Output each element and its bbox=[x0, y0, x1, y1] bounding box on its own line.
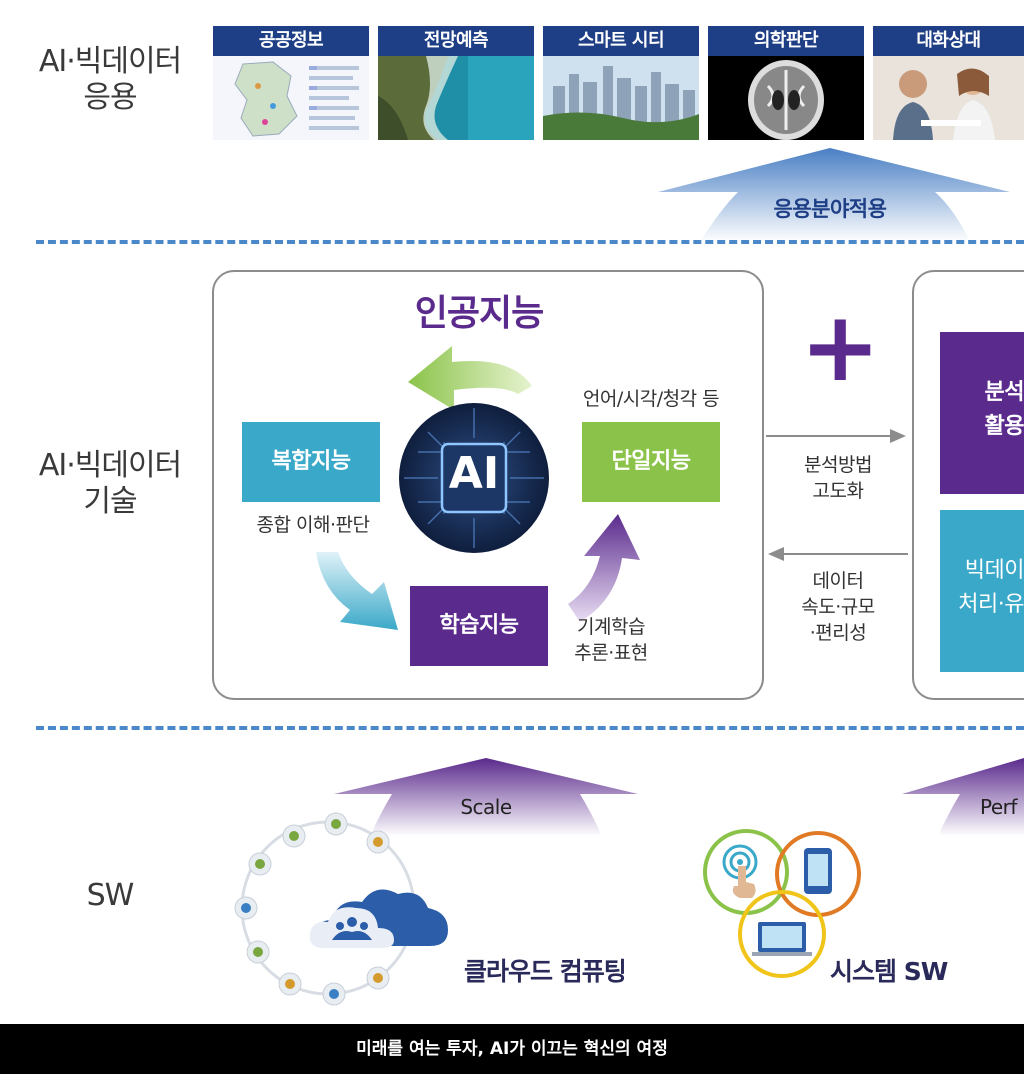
app-tile-label: 스마트 시티 bbox=[543, 26, 699, 56]
scale-arrow-label: Scale bbox=[460, 795, 512, 819]
app-tile-conversation: 대화상대 bbox=[873, 26, 1024, 140]
arrow-left-connector bbox=[768, 547, 908, 561]
separator-top bbox=[36, 240, 1024, 244]
cycle-arrows bbox=[316, 346, 640, 630]
caption-single: 언어/시각/청각 등 bbox=[582, 388, 720, 410]
app-tile-label: 전망예측 bbox=[378, 26, 534, 56]
conversation-photo-image bbox=[873, 56, 1024, 140]
application-up-arrow bbox=[658, 148, 1010, 242]
cloud-computing-graphic bbox=[234, 812, 448, 1006]
city-skyline-photo-image bbox=[543, 56, 699, 140]
app-tile-label: 의학판단 bbox=[708, 26, 864, 56]
arrow-right-label: 분석방법 고도화 bbox=[804, 454, 872, 502]
caption-complex: 종합 이해·판단 bbox=[256, 514, 370, 536]
row-label-technology: AI·빅데이터 기술 bbox=[38, 448, 182, 519]
brain-scan-image bbox=[708, 56, 864, 140]
application-arrow-label: 응용분야적용 bbox=[773, 197, 887, 221]
caption-learning: 기계학습 추론·표현 bbox=[574, 616, 648, 664]
ai-chip-circle bbox=[399, 403, 549, 553]
arrow-right-connector bbox=[766, 429, 906, 443]
node-learning-intelligence: 학습지능 bbox=[410, 586, 548, 666]
node-complex-intelligence: 복합지능 bbox=[242, 422, 380, 502]
scale-up-arrow bbox=[334, 758, 638, 836]
cloud-computing-label: 클라우드 컴퓨팅 bbox=[464, 957, 627, 986]
map-thumbnail-image bbox=[213, 56, 369, 140]
bigdata-box-analysis: 분석 활용 bbox=[940, 332, 1024, 494]
coastline-photo-image bbox=[378, 56, 534, 140]
system-sw-graphic bbox=[703, 829, 861, 978]
arrow-left-label: 데이터 속도·규모 ·편리성 bbox=[801, 570, 875, 644]
app-tile-forecast: 전망예측 bbox=[378, 26, 534, 140]
plus-sign: + bbox=[800, 291, 881, 403]
ai-center-label: AI bbox=[448, 448, 500, 499]
app-tile-label: 대화상대 bbox=[873, 26, 1024, 56]
footer-caption: 미래를 여는 투자, AI가 이끄는 혁신의 여정 bbox=[0, 1024, 1024, 1074]
app-tile-label: 공공정보 bbox=[213, 26, 369, 56]
row-label-sw: SW bbox=[86, 878, 135, 913]
app-tile-public-info: 공공정보 bbox=[213, 26, 369, 140]
row-label-application: AI·빅데이터 응용 bbox=[38, 44, 182, 115]
app-tile-medical: 의학판단 bbox=[708, 26, 864, 140]
app-tile-smart-city: 스마트 시티 bbox=[543, 26, 699, 140]
node-single-intelligence: 단일지능 bbox=[582, 422, 720, 502]
system-sw-label: 시스템 SW bbox=[830, 957, 948, 986]
ai-cycle-title: 인공지능 bbox=[414, 293, 544, 334]
performance-arrow-label: Perf bbox=[980, 795, 1017, 819]
separator-bottom bbox=[36, 726, 1024, 730]
bigdata-box-processing: 빅데이 처리·유 bbox=[940, 510, 1024, 672]
performance-up-arrow bbox=[902, 758, 1024, 836]
